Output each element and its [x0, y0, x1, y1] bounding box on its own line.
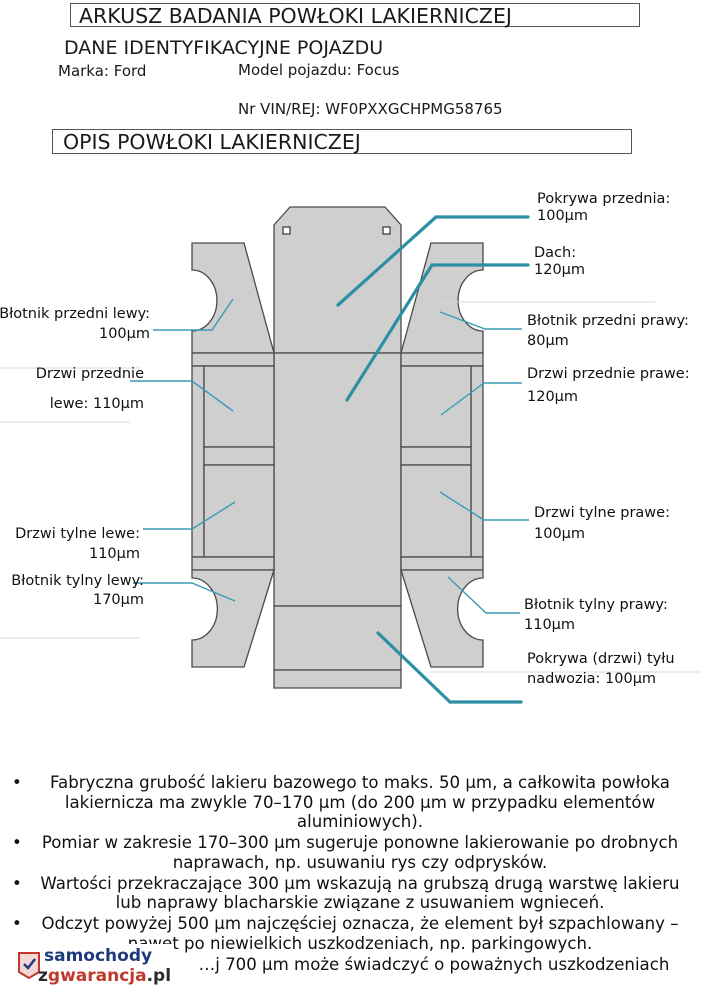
label-door-front-right-name: Drzwi przednie prawe:	[527, 366, 690, 382]
logo-mark-icon	[18, 952, 40, 980]
label-roof-value: 120µm	[534, 262, 586, 279]
leader-fender-front-left	[153, 298, 234, 331]
coating-section-heading-text: OPIS POWŁOKI LAKIERNICZEJ	[63, 130, 361, 154]
fender-front-left	[191, 242, 275, 354]
label-fender-front-right: Błotnik przedni prawy: 80µm	[527, 313, 689, 351]
tailgate-panel	[273, 605, 402, 671]
logo-domain: .pl	[146, 966, 172, 986]
label-fender-rear-left: Błotnik tylny lewy: 170µm	[11, 573, 144, 610]
notes-section: Fabryczna grubość lakieru bazowego to ma…	[10, 773, 700, 975]
label-fender-rear-right-value: 110µm	[524, 617, 576, 634]
vehicle-model: Model pojazdu: Focus	[238, 61, 400, 79]
label-fender-front-right-value: 80µm	[527, 333, 569, 350]
note-item: Fabryczna grubość lakieru bazowego to ma…	[10, 773, 700, 832]
label-door-front-right: Drzwi przednie prawe: 120µm	[527, 366, 690, 407]
label-door-rear-left: Drzwi tylne lewe: 110µm	[15, 526, 140, 564]
label-tailgate-name: Pokrywa (drzwi) tyłu	[527, 651, 675, 667]
vehicle-make: Marka: Ford	[58, 62, 147, 80]
hood-marker-right	[382, 226, 391, 235]
label-hood-name: Pokrywa przednia:	[537, 191, 671, 207]
label-tailgate-value: nadwozia: 100µm	[527, 671, 657, 688]
label-fender-front-left: Błotnik przedni lewy: 100µm	[0, 306, 150, 344]
label-door-front-left: Drzwi przednie lewe: 110µm	[36, 366, 144, 414]
label-tailgate: Pokrywa (drzwi) tyłu nadwozia: 100µm	[527, 651, 675, 689]
leader-door-front-right	[440, 382, 522, 416]
door-front-right	[400, 365, 472, 448]
label-door-rear-right-value: 100µm	[534, 526, 586, 543]
label-door-rear-left-name: Drzwi tylne lewe:	[15, 526, 140, 542]
hood-panel	[273, 206, 402, 354]
right-pillar	[470, 365, 484, 558]
label-fender-front-left-name: Błotnik przedni lewy:	[0, 306, 150, 322]
note-item: Pomiar w zakresie 170–300 µm sugeruje po…	[10, 833, 700, 872]
document-title-text: ARKUSZ BADANIA POWŁOKI LAKIERNICZEJ	[79, 4, 512, 28]
left-mid-strip	[203, 446, 275, 466]
logo-line2: zgwarancja.pl	[38, 966, 171, 986]
label-fender-front-right-name: Błotnik przedni prawy:	[527, 313, 689, 329]
label-fender-front-left-value: 100µm	[98, 326, 150, 343]
leader-door-rear-right	[439, 491, 529, 521]
door-rear-right	[400, 464, 472, 558]
leader-fender-rear-right	[447, 576, 520, 614]
leader-fender-front-right	[439, 311, 522, 330]
left-rear-strip	[191, 556, 275, 571]
logo-gwarancja: gwarancja	[47, 966, 147, 986]
label-door-front-left-value: lewe: 110µm	[49, 396, 144, 413]
coating-section-heading: OPIS POWŁOKI LAKIERNICZEJ	[52, 129, 632, 154]
right-front-strip	[400, 352, 484, 367]
logo-z: z	[38, 966, 48, 986]
door-front-left	[203, 365, 275, 448]
rear-bumper	[273, 669, 402, 689]
door-rear-left	[203, 464, 275, 558]
document-title: ARKUSZ BADANIA POWŁOKI LAKIERNICZEJ	[70, 3, 640, 27]
leader-fender-rear-left	[133, 582, 236, 602]
label-door-rear-left-value: 110µm	[88, 546, 140, 563]
label-fender-rear-left-value: 170µm	[92, 592, 144, 609]
logo-line1: samochody	[44, 946, 153, 966]
label-door-rear-right-name: Drzwi tylne prawe:	[534, 505, 670, 521]
fender-rear-left	[191, 569, 275, 668]
logo: samochody zgwarancja.pl	[14, 944, 174, 990]
label-fender-rear-right: Błotnik tylny prawy: 110µm	[524, 597, 668, 635]
note-item: Odczyt powyżej 500 µm najczęściej oznacz…	[10, 914, 700, 953]
leader-door-front-left	[130, 380, 234, 412]
right-rear-strip	[400, 556, 484, 571]
left-front-strip	[191, 352, 275, 367]
note-item: Wartości przekraczające 300 µm wskazują …	[10, 874, 700, 913]
label-door-front-left-name: Drzwi przednie	[35, 366, 144, 382]
car-body-diagram	[0, 206, 700, 704]
vehicle-section-heading: DANE IDENTYFIKACYJNE POJAZDU	[64, 37, 384, 59]
right-mid-strip	[400, 446, 472, 466]
label-fender-rear-right-name: Błotnik tylny prawy:	[524, 597, 668, 613]
vehicle-vin: Nr VIN/REJ: WF0PXXGCHPMG58765	[238, 100, 503, 118]
label-hood-value: 100µm	[537, 208, 589, 225]
label-roof: Dach: 120µm	[534, 245, 585, 280]
roof-panel	[273, 352, 402, 607]
fender-rear-right	[400, 569, 484, 668]
label-door-rear-right: Drzwi tylne prawe: 100µm	[534, 505, 670, 544]
label-roof-name: Dach:	[534, 245, 577, 261]
notes-list: Fabryczna grubość lakieru bazowego to ma…	[10, 773, 700, 974]
leader-door-rear-left	[143, 501, 236, 530]
label-fender-rear-left-name: Błotnik tylny lewy:	[11, 573, 144, 589]
label-door-front-right-value: 120µm	[527, 389, 579, 406]
fender-front-right	[400, 242, 484, 354]
label-hood: Pokrywa przednia: 100µm	[537, 191, 670, 226]
hood-marker-left	[282, 226, 291, 235]
